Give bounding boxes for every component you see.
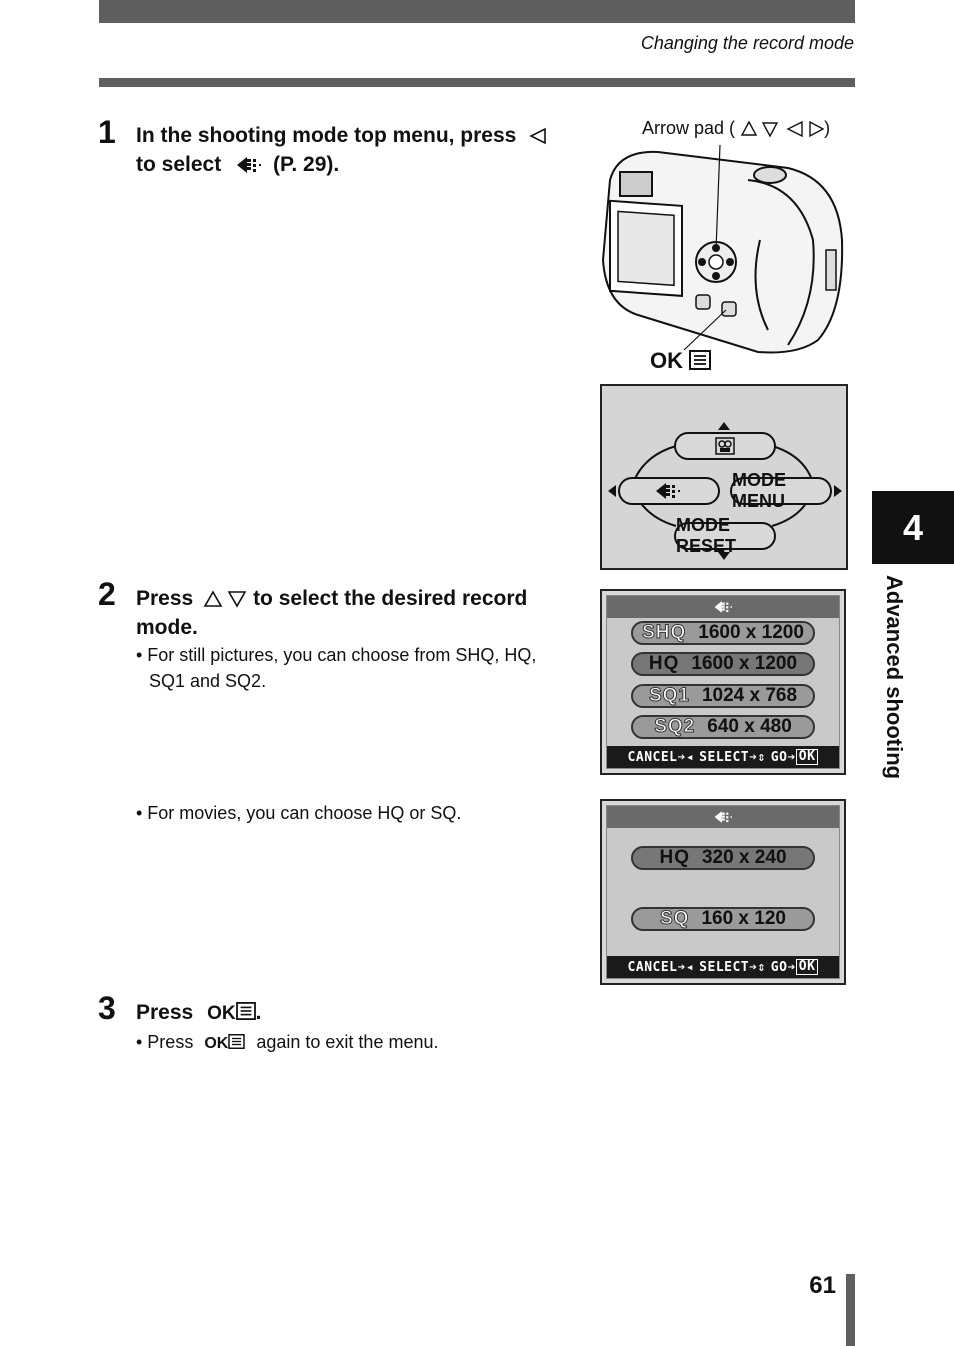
arrow-right-icon: ➔ <box>787 959 796 975</box>
record-mode-icon <box>237 157 262 174</box>
up-down-key-icon: ⇕ <box>757 749 766 765</box>
ok-button-label: OK <box>650 348 712 374</box>
up-down-key-icon: ⇕ <box>757 959 766 975</box>
step-3-text: Press OK. <box>136 1001 262 1024</box>
page-header-title: Changing the record mode <box>640 33 854 53</box>
record-mode-icon <box>714 811 732 823</box>
step-2-bullet-still: • For still pictures, you can choose fro… <box>136 645 537 691</box>
ok-key-icon: OK <box>795 749 819 765</box>
arrow-right-icon: ➔ <box>749 959 758 975</box>
page-edge-bar <box>846 1274 855 1346</box>
top-bar <box>99 0 855 23</box>
chapter-label: Advanced shooting <box>882 575 907 780</box>
arrow-right-icon: ➔ <box>677 959 686 975</box>
mode-reset-option[interactable]: MODE RESET <box>674 515 776 556</box>
step-1-number: 1 <box>98 114 116 150</box>
arrow-pad-label: Arrow pad ( ) <box>642 118 831 138</box>
step-2-line1a: Press <box>136 587 194 610</box>
chapter-number-tab: 4 <box>872 491 954 564</box>
step-3-bullet: • Press OK again to exit the menu. <box>136 1032 439 1052</box>
step-1-line2b: (P. 29). <box>273 153 340 176</box>
left-key-icon: ◂ <box>685 749 695 765</box>
left-key-icon: ◂ <box>685 959 695 975</box>
step-1-text: In the shooting mode top menu, press to … <box>136 121 576 179</box>
arrow-right-icon: ➔ <box>749 749 758 765</box>
step-2-number: 2 <box>98 576 116 612</box>
record-mode-option[interactable] <box>618 477 720 505</box>
step-2-text: Press to select the desired record mode. <box>136 584 576 642</box>
menu-list-icon <box>689 350 712 371</box>
screen-footer: CANCEL➔◂ SELECT➔⇕ GO➔OK <box>607 956 839 978</box>
arrow-pad-symbols-icon <box>740 120 825 138</box>
step-1-line1: In the shooting mode top menu, press <box>136 124 517 147</box>
record-mode-icon <box>714 601 732 613</box>
mode-menu-option[interactable]: MODE MENU <box>730 470 832 511</box>
top-menu-screen: MODE MENU MODE RESET <box>600 384 848 570</box>
arrow-right-icon: ➔ <box>787 749 796 765</box>
menu-list-icon <box>235 1002 256 1021</box>
menu-list-icon <box>228 1034 246 1050</box>
step-2-line2: mode. <box>136 616 198 639</box>
screen-footer: CANCEL➔◂ SELECT➔⇕ GO➔OK <box>607 746 839 768</box>
screen-header <box>607 806 839 828</box>
movie-mode-option[interactable] <box>674 432 776 460</box>
ok-key-icon: OK <box>795 959 819 975</box>
movie-icon <box>715 437 735 455</box>
step-2-bullet-movie: • For movies, you can choose HQ or SQ. <box>136 803 462 823</box>
record-mode-icon <box>656 483 680 499</box>
arrow-right-icon: ➔ <box>677 749 686 765</box>
camera-illustration <box>601 144 844 354</box>
step-1-line2a: to select <box>136 153 222 176</box>
page-number: 61 <box>809 1272 836 1299</box>
section-bar <box>99 78 855 87</box>
screen-header <box>607 596 839 618</box>
step-2-line1b: to select the desired record <box>253 587 528 610</box>
step-3-number: 3 <box>98 990 116 1026</box>
left-arrow-icon <box>529 128 547 145</box>
up-down-arrows-icon <box>203 590 247 609</box>
